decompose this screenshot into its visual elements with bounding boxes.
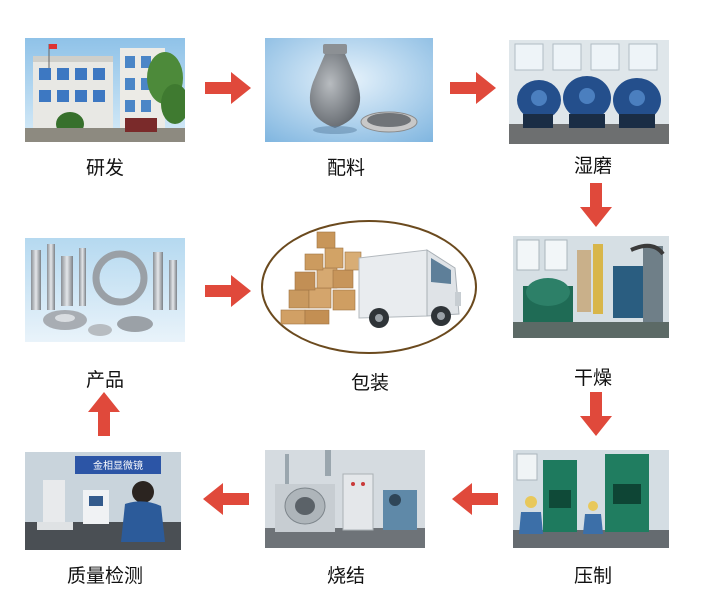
step-label-drying: 干燥: [573, 367, 612, 389]
step-label-quality-inspection: 质量检测: [66, 565, 143, 587]
arrow-up-icon: [88, 392, 120, 436]
arrow-right-icon: [205, 275, 251, 307]
packaging-photo: [259, 218, 479, 356]
arrow-down-icon: [580, 183, 612, 227]
drying-photo: [513, 236, 669, 338]
quality-room-sign: 金相显微镜: [93, 459, 143, 472]
step-label-product: 产品: [85, 369, 124, 391]
arrow-right-icon: [450, 72, 496, 104]
batching-photo: [265, 38, 433, 142]
sintering-photo: [265, 450, 425, 548]
step-label-research: 研发: [85, 157, 124, 179]
arrow-left-icon: [203, 483, 249, 515]
arrow-left-icon: [452, 483, 498, 515]
wet-grinding-photo: [509, 40, 669, 144]
step-label-packaging: 包装: [350, 372, 389, 394]
step-label-batching: 配料: [326, 157, 365, 179]
step-label-wet-grinding: 湿磨: [573, 155, 612, 177]
arrow-right-icon: [205, 72, 251, 104]
research-photo: [25, 38, 185, 142]
product-photo: [25, 238, 185, 342]
step-label-sintering: 烧结: [326, 565, 365, 587]
step-label-pressing: 压制: [573, 565, 612, 587]
arrow-down-icon: [580, 392, 612, 436]
pressing-photo: [513, 450, 669, 548]
quality-inspection-photo: 金相显微镜: [25, 452, 181, 550]
